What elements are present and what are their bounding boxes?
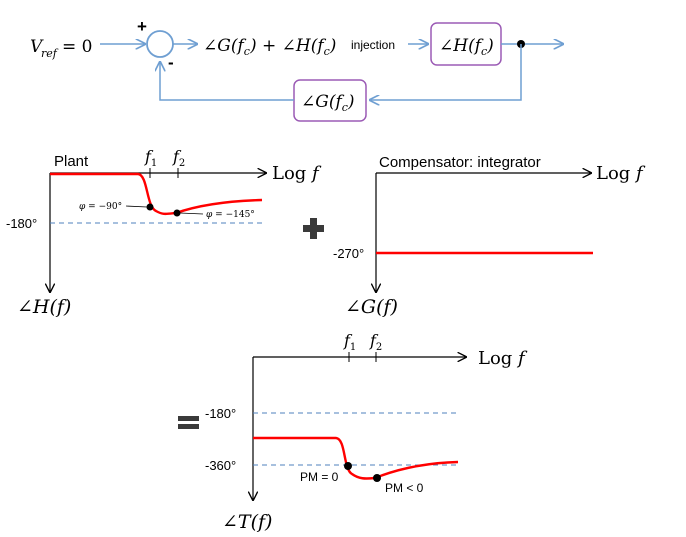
plant-y-label: ∠H(f)	[17, 296, 71, 318]
plant-title: Plant	[54, 153, 89, 170]
compensator-level-label: -270°	[333, 246, 364, 261]
feedback-block-label: ∠G(fc)	[301, 92, 355, 114]
summing-minus: -	[168, 53, 174, 72]
block-diagram: V ref = 0 + - ∠G(fc) + ∠H(fc) injection …	[30, 17, 563, 122]
compensator-y-label: ∠G(f)	[345, 296, 398, 318]
summing-plus: +	[137, 17, 147, 36]
plant-phase-curve	[50, 172, 263, 216]
plant-f1-label: f1	[144, 147, 157, 169]
loop-ref-label-180: -180°	[205, 406, 236, 421]
loop-plot: Log f ∠T(f) f1 f2 -180° -360° PM = 0 PM …	[205, 331, 528, 533]
equals-top-bar	[178, 416, 199, 421]
plant-x-label: Log f	[272, 163, 322, 184]
forward-phase-sum: ∠G(fc) + ∠H(fc)	[203, 36, 336, 58]
plant-point-b	[173, 209, 181, 217]
plant-point-a	[146, 203, 154, 211]
vref-equals-zero: = 0	[62, 37, 92, 57]
vref-subscript: ref	[41, 47, 59, 60]
loop-pm-negative-label: PM < 0	[385, 481, 424, 495]
injection-label: injection	[351, 38, 395, 52]
plant-point-b-leader	[179, 212, 204, 215]
plant-f2-label: f2	[172, 147, 185, 169]
loop-f1-label: f1	[343, 331, 356, 353]
plant-ref-label: -180°	[6, 216, 37, 231]
vref-symbol: V	[30, 37, 44, 57]
loop-pm-zero-point	[344, 462, 352, 470]
compensator-plot: Compensator: integrator Log f ∠G(f) -270…	[333, 154, 646, 318]
equals-bottom-bar	[178, 424, 199, 429]
loop-y-label: ∠T(f)	[222, 511, 272, 533]
feedback-arrow-in	[370, 44, 522, 100]
plant-plot: Plant Log f ∠H(f) f1 f2 -180° φ = −90° φ…	[6, 147, 322, 318]
loop-x-label: Log f	[478, 348, 528, 369]
feedback-arrow-return	[160, 62, 294, 101]
compensator-title: Compensator: integrator	[379, 154, 541, 171]
plant-point-a-label: φ = −90°	[79, 202, 122, 212]
plus-operator	[303, 218, 324, 239]
compensator-x-label: Log f	[596, 163, 646, 184]
plant-point-b-label: φ = −145°	[206, 210, 255, 220]
loop-pm-negative-point	[373, 474, 381, 482]
loop-f2-label: f2	[369, 331, 382, 353]
equals-operator	[178, 416, 199, 429]
loop-phase-curve	[253, 436, 459, 480]
loop-pm-zero-label: PM = 0	[300, 470, 339, 484]
plant-point-a-leader	[125, 205, 148, 208]
plus-vertical-bar	[310, 218, 317, 239]
loop-ref-label-360: -360°	[205, 458, 236, 473]
plant-block-label: ∠H(fc)	[439, 36, 494, 58]
